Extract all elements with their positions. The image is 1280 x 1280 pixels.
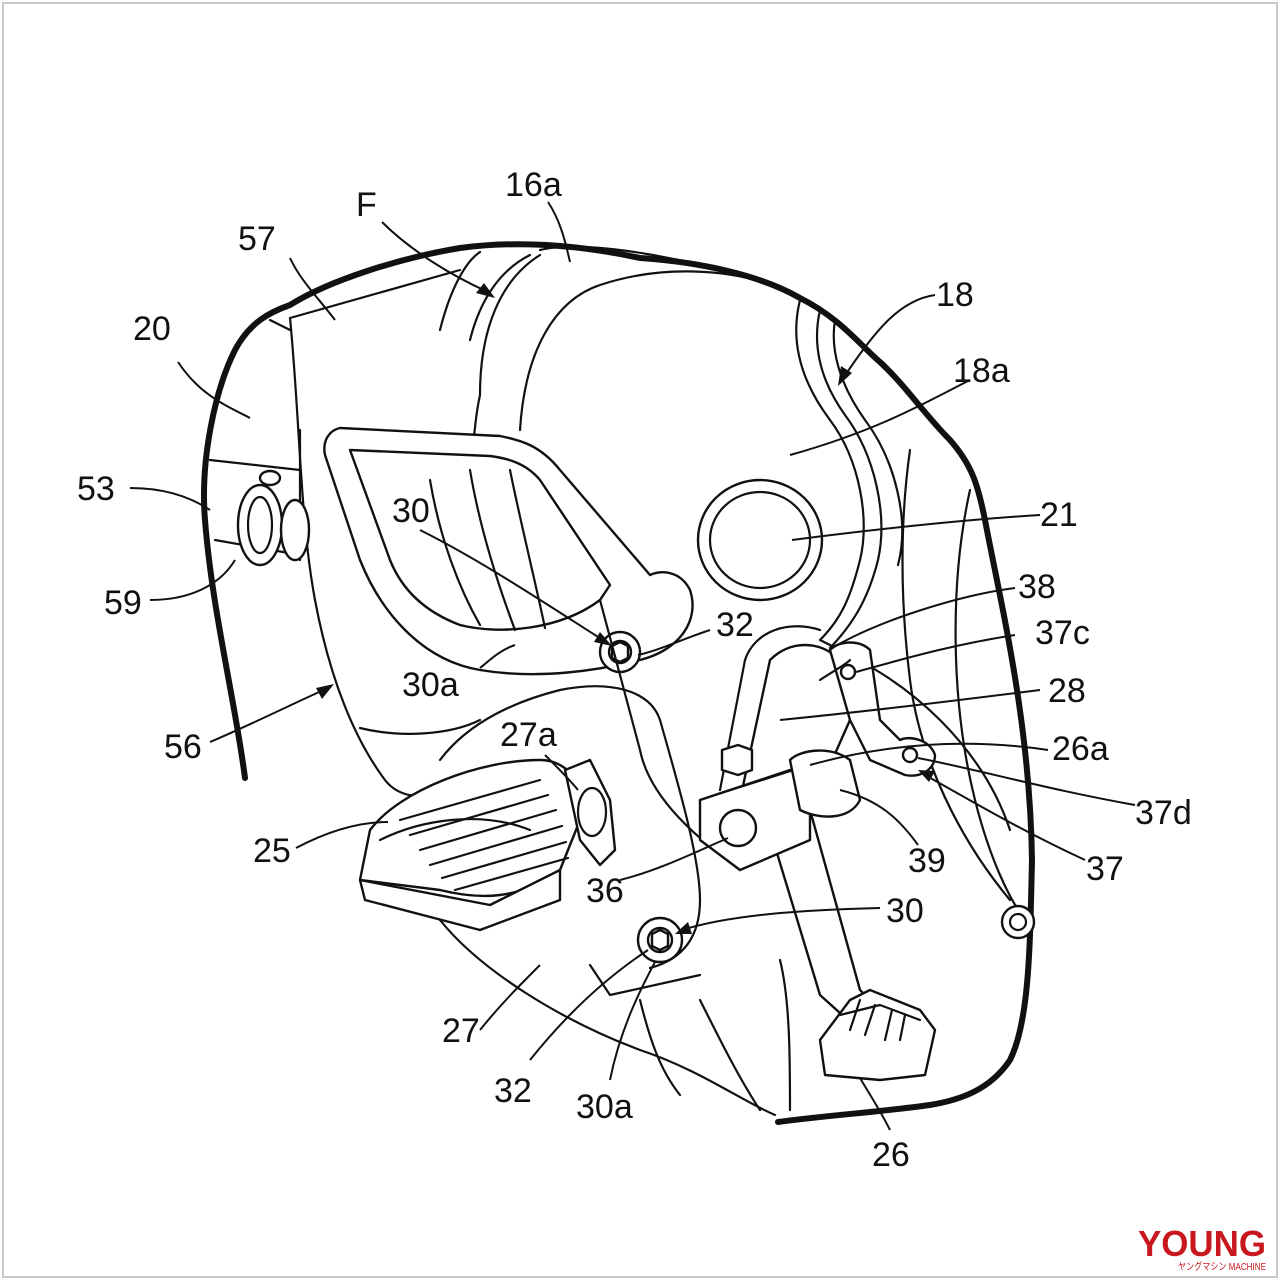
label-37: 37 [1086,850,1124,888]
plug-21-outer [698,480,822,600]
pivot-59 [238,471,309,565]
cover-18a [796,300,864,640]
label-18: 18 [936,276,974,314]
label-37d: 37d [1135,794,1192,832]
outer-outline [204,244,1032,1122]
label-28: 28 [1048,672,1086,710]
label-37c: 37c [1035,614,1090,652]
label-25: 25 [253,832,291,870]
label-59: 59 [104,584,142,622]
label-21: 21 [1040,496,1078,534]
bolt-right-lower [1002,906,1034,938]
label-18a: 18a [953,352,1010,390]
label-36: 36 [586,872,624,910]
label-30a-upper: 30a [402,666,459,704]
label-53: 53 [77,470,115,508]
label-39: 39 [908,842,946,880]
label-26a: 26a [1052,730,1109,768]
label-57: 57 [238,220,276,258]
label-32-lower: 32 [494,1072,532,1110]
watermark-logo: YOUNG ヤングマシン MACHINE [1138,1223,1266,1273]
label-30-lower: 30 [886,892,924,930]
label-32-upper: 32 [716,606,754,644]
label-30-upper: 30 [392,492,430,530]
crank-cover-16a-inner [520,271,780,430]
watermark-text: YOUNG [1138,1223,1266,1264]
label-38: 38 [1018,568,1056,606]
label-F: F [356,186,377,224]
inner-cover-line [440,252,530,340]
label-27: 27 [442,1012,480,1050]
bolt-30-lower [638,918,682,962]
watermark-subtext: ヤングマシン MACHINE [1178,1260,1266,1273]
label-16a: 16a [505,166,562,204]
label-30a-lower: 30a [576,1088,633,1126]
footpeg-25 [360,760,583,930]
label-26: 26 [872,1136,910,1174]
label-20: 20 [133,310,171,348]
bolt-30-upper [600,632,640,672]
label-56: 56 [164,728,202,766]
label-27a: 27a [500,716,557,754]
